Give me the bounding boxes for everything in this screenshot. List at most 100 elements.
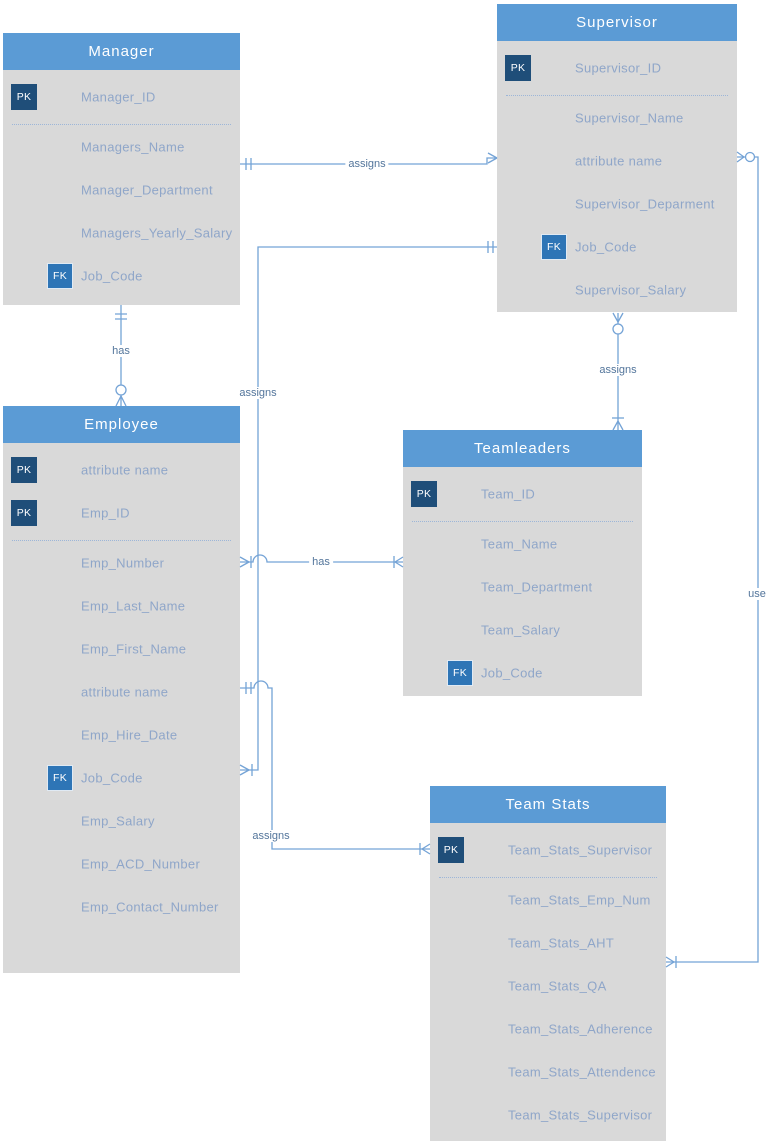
attribute-label: Job_Code xyxy=(481,665,543,680)
attribute-row: Managers_Yearly_Salary xyxy=(3,211,240,254)
attribute-separator xyxy=(412,515,633,522)
attribute-separator xyxy=(12,118,231,125)
attribute-row: attribute name xyxy=(3,670,240,713)
attribute-label: Team_Stats_Adherence xyxy=(508,1021,653,1036)
attribute-label: Managers_Name xyxy=(81,139,185,154)
attribute-separator xyxy=(12,534,231,541)
attribute-row: PK Team_Stats_Supervisor xyxy=(430,828,666,871)
attribute-row: PK Manager_ID xyxy=(3,75,240,118)
attribute-row: Team_Stats_AHT xyxy=(430,921,666,964)
entity-title: Teamleaders xyxy=(403,430,642,467)
attribute-label: Team_Stats_AHT xyxy=(508,935,615,950)
attribute-row: Team_Stats_QA xyxy=(430,964,666,1007)
attribute-row: Emp_Salary xyxy=(3,799,240,842)
attribute-label: Emp_Hire_Date xyxy=(81,727,178,742)
attribute-row: Emp_Contact_Number xyxy=(3,885,240,928)
attribute-row: FK Job_Code xyxy=(403,651,642,694)
attribute-label: Emp_Salary xyxy=(81,813,155,828)
attribute-label: Supervisor_Name xyxy=(575,110,684,125)
attribute-row: Team_Stats_Emp_Num xyxy=(430,878,666,921)
attribute-label: Team_Stats_Supervisor xyxy=(508,1107,653,1122)
relationship-label-has: has xyxy=(109,345,133,357)
pk-badge: PK xyxy=(505,54,531,81)
attribute-label: Manager_ID xyxy=(81,89,156,104)
attribute-row: PK attribute name xyxy=(3,448,240,491)
attribute-label: Team_Stats_Attendence xyxy=(508,1064,656,1079)
attribute-label: Emp_Last_Name xyxy=(81,598,186,613)
attribute-row: Emp_Last_Name xyxy=(3,584,240,627)
fk-badge: FK xyxy=(447,659,473,686)
pk-badge: PK xyxy=(411,480,437,507)
relationship-label-assigns: assigns xyxy=(345,158,389,170)
relationship-employee-teamleaders-has[interactable] xyxy=(239,554,404,568)
pk-badge: PK xyxy=(438,836,464,863)
attribute-row: Team_Stats_Supervisor xyxy=(430,1093,666,1136)
attribute-label: Supervisor_ID xyxy=(575,60,662,75)
attribute-label: Job_Code xyxy=(81,770,143,785)
entity-title: Supervisor xyxy=(497,4,737,41)
attribute-label: Emp_Contact_Number xyxy=(81,899,219,914)
attribute-label: attribute name xyxy=(575,153,663,168)
attribute-row: Managers_Name xyxy=(3,125,240,168)
fk-badge: FK xyxy=(47,764,73,791)
pk-badge: PK xyxy=(11,456,37,483)
attribute-row: Emp_ACD_Number xyxy=(3,842,240,885)
attribute-row: FK Job_Code xyxy=(3,254,240,297)
attribute-label: Team_ID xyxy=(481,486,536,501)
attribute-row: Emp_Number xyxy=(3,541,240,584)
attribute-label: Team_Department xyxy=(481,579,593,594)
attribute-row: PK Team_ID xyxy=(403,472,642,515)
pk-badge: PK xyxy=(11,83,37,110)
relationship-label-use: use xyxy=(745,588,769,600)
attribute-label: attribute name xyxy=(81,462,169,477)
attribute-label: Team_Stats_QA xyxy=(508,978,607,993)
relationship-supervisor-teamstats-use[interactable] xyxy=(665,151,759,968)
attribute-row: Team_Department xyxy=(403,565,642,608)
entity-title: Manager xyxy=(3,33,240,70)
attribute-label: Managers_Yearly_Salary xyxy=(81,225,233,240)
attribute-label: Manager_Department xyxy=(81,182,213,197)
attribute-label: Emp_ID xyxy=(81,505,130,520)
attribute-label: Supervisor_Salary xyxy=(575,282,687,297)
attribute-row: Team_Stats_Attendence xyxy=(430,1050,666,1093)
relationship-supervisor-employee-assigns[interactable] xyxy=(239,241,497,776)
entity-title: Team Stats xyxy=(430,786,666,823)
attribute-label: Supervisor_Deparment xyxy=(575,196,715,211)
fk-badge: FK xyxy=(47,262,73,289)
attribute-label: Team_Salary xyxy=(481,622,561,637)
attribute-label: Team_Stats_Supervisor xyxy=(508,842,653,857)
relationship-employee-teamstats-assigns[interactable] xyxy=(240,680,431,855)
attribute-row: PK Supervisor_ID xyxy=(497,46,737,89)
attribute-label: Team_Name xyxy=(481,536,558,551)
attribute-row: Supervisor_Salary xyxy=(497,268,737,311)
entity-title: Employee xyxy=(3,406,240,443)
attribute-row: Team_Stats_Adherence xyxy=(430,1007,666,1050)
attribute-row: Supervisor_Deparment xyxy=(497,182,737,225)
attribute-label: Team_Stats_Emp_Num xyxy=(508,892,651,907)
attribute-row: Manager_Department xyxy=(3,168,240,211)
attribute-list: PK Supervisor_ID Supervisor_Name attribute … xyxy=(497,41,737,311)
attribute-label: Emp_First_Name xyxy=(81,641,187,656)
relationship-label-assigns: assigns xyxy=(236,387,280,399)
attribute-row: attribute name xyxy=(497,139,737,182)
attribute-row: Team_Salary xyxy=(403,608,642,651)
attribute-row: FK Job_Code xyxy=(3,756,240,799)
attribute-row: Emp_First_Name xyxy=(3,627,240,670)
attribute-label: Job_Code xyxy=(81,268,143,283)
entity-supervisor[interactable]: Supervisor PK Supervisor_ID Supervisor_Nam… xyxy=(497,4,737,312)
relationship-label-assigns: assigns xyxy=(596,364,640,376)
attribute-label: Emp_Number xyxy=(81,555,165,570)
attribute-label: Emp_ACD_Number xyxy=(81,856,201,871)
